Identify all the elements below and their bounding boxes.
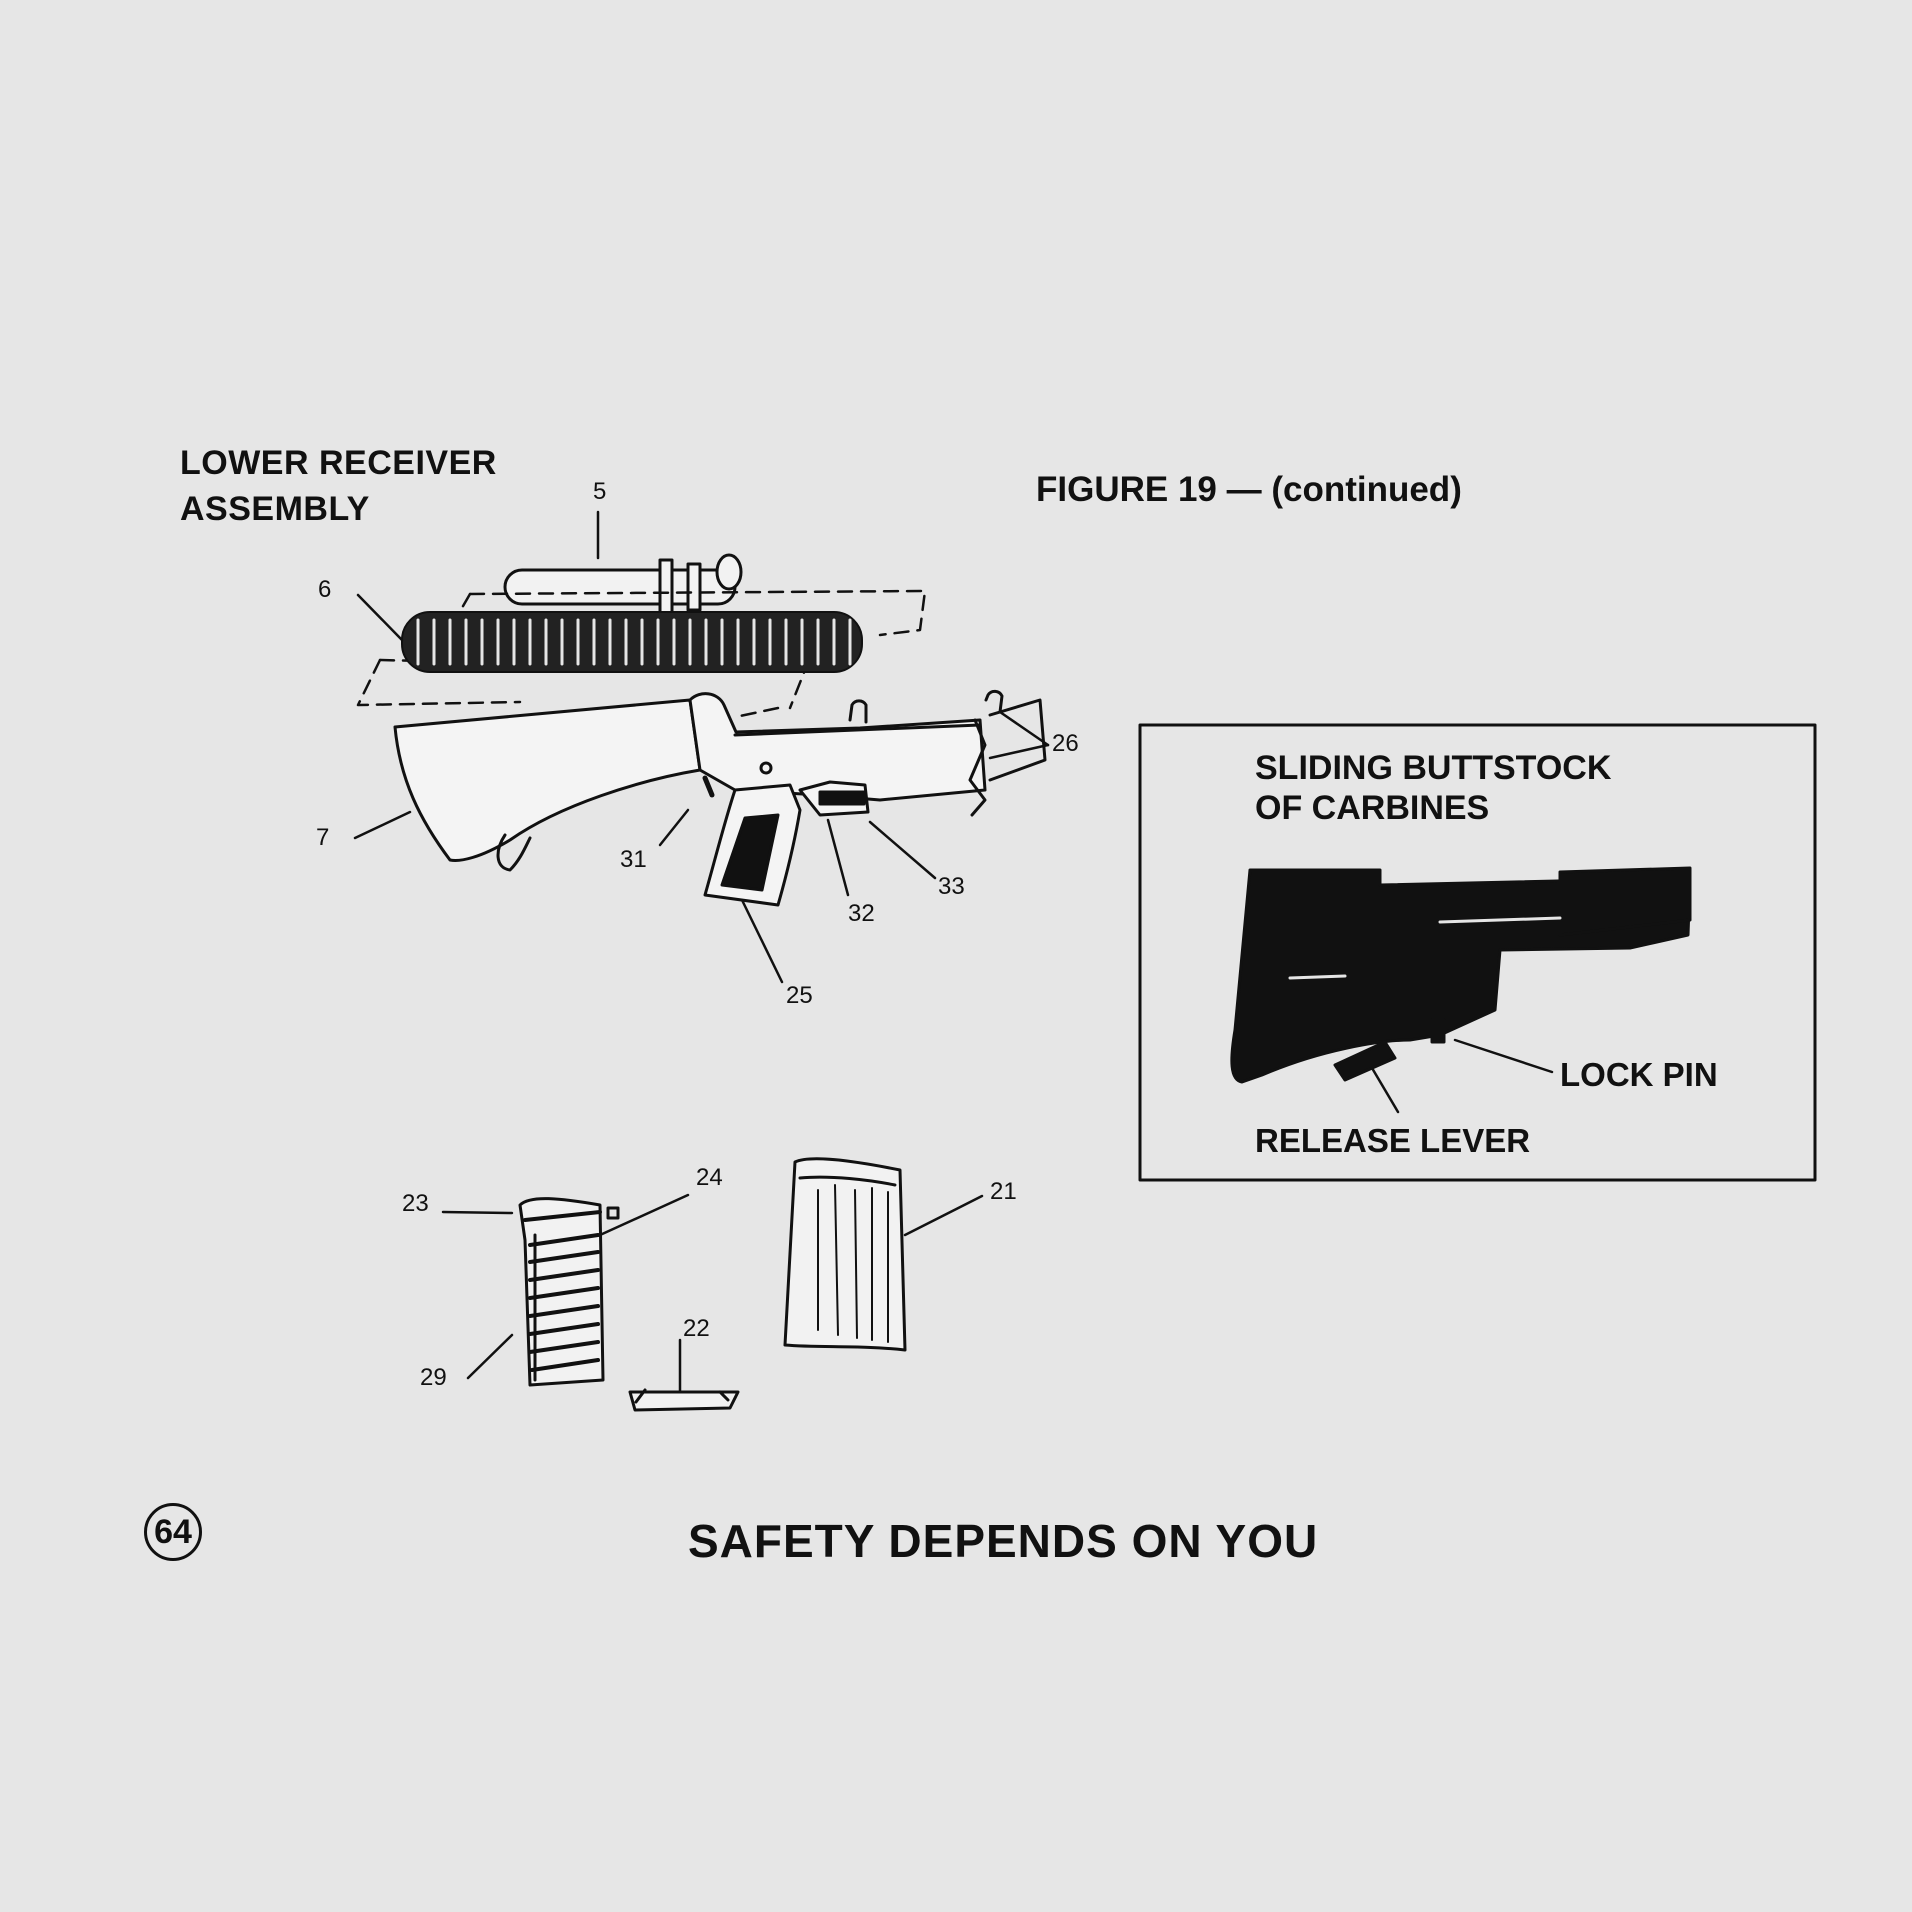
lower-receiver — [688, 689, 1047, 817]
section-title-line-1: LOWER RECEIVER — [180, 444, 497, 482]
sliding-buttstock-drawing — [1230, 866, 1692, 1084]
part-5-buffer — [503, 553, 743, 616]
inset-highlights — [1288, 916, 1642, 980]
callout-31: 31 — [620, 846, 647, 873]
release-lever-label: RELEASE LEVER — [1255, 1122, 1531, 1159]
callout-25: 25 — [786, 982, 813, 1009]
page-number-badge: 64 — [144, 1503, 202, 1561]
inset-frame — [1138, 723, 1817, 1182]
part-6-spring — [401, 611, 863, 673]
section-title: LOWER RECEIVER ASSEMBLY — [180, 440, 497, 532]
part-31-detent — [702, 775, 715, 798]
part-25-pistol-grip — [703, 783, 802, 907]
section-title-line-2: ASSEMBLY — [180, 490, 370, 528]
page-number: 64 — [154, 1512, 192, 1551]
lock-pin-label: LOCK PIN — [1560, 1056, 1718, 1093]
part-22-base-plate — [628, 1388, 740, 1412]
inset-title: SLIDING BUTTSTOCK OF CARBINES — [1255, 748, 1611, 828]
callout-21: 21 — [990, 1178, 1017, 1205]
footer-slogan: SAFETY DEPENDS ON YOU — [688, 1515, 1319, 1567]
part-7-buttstock — [393, 698, 702, 872]
callout-26: 26 — [1052, 730, 1079, 757]
callout-24: 24 — [696, 1164, 723, 1191]
callout-23: 23 — [402, 1190, 429, 1217]
callout-32: 32 — [848, 900, 875, 927]
callout-22: 22 — [683, 1315, 710, 1342]
part-29-magazine-spring — [518, 1197, 620, 1387]
part-32-33-trigger-guard — [798, 780, 870, 817]
inset-leader-lines — [1370, 1038, 1554, 1114]
figure-title: FIGURE 19 — (continued) — [1036, 470, 1462, 509]
inset-title-line-2: OF CARBINES — [1255, 789, 1490, 827]
callout-33: 33 — [938, 873, 965, 900]
callout-7: 7 — [316, 824, 330, 851]
spring-coils — [416, 618, 852, 666]
inset-title-line-1: SLIDING BUTTSTOCK — [1255, 749, 1612, 787]
leader-lines — [353, 510, 1050, 1400]
part-21-magazine-tube — [783, 1157, 907, 1352]
callout-29: 29 — [420, 1364, 447, 1391]
callout-5: 5 — [593, 478, 607, 505]
callout-6: 6 — [318, 576, 332, 603]
